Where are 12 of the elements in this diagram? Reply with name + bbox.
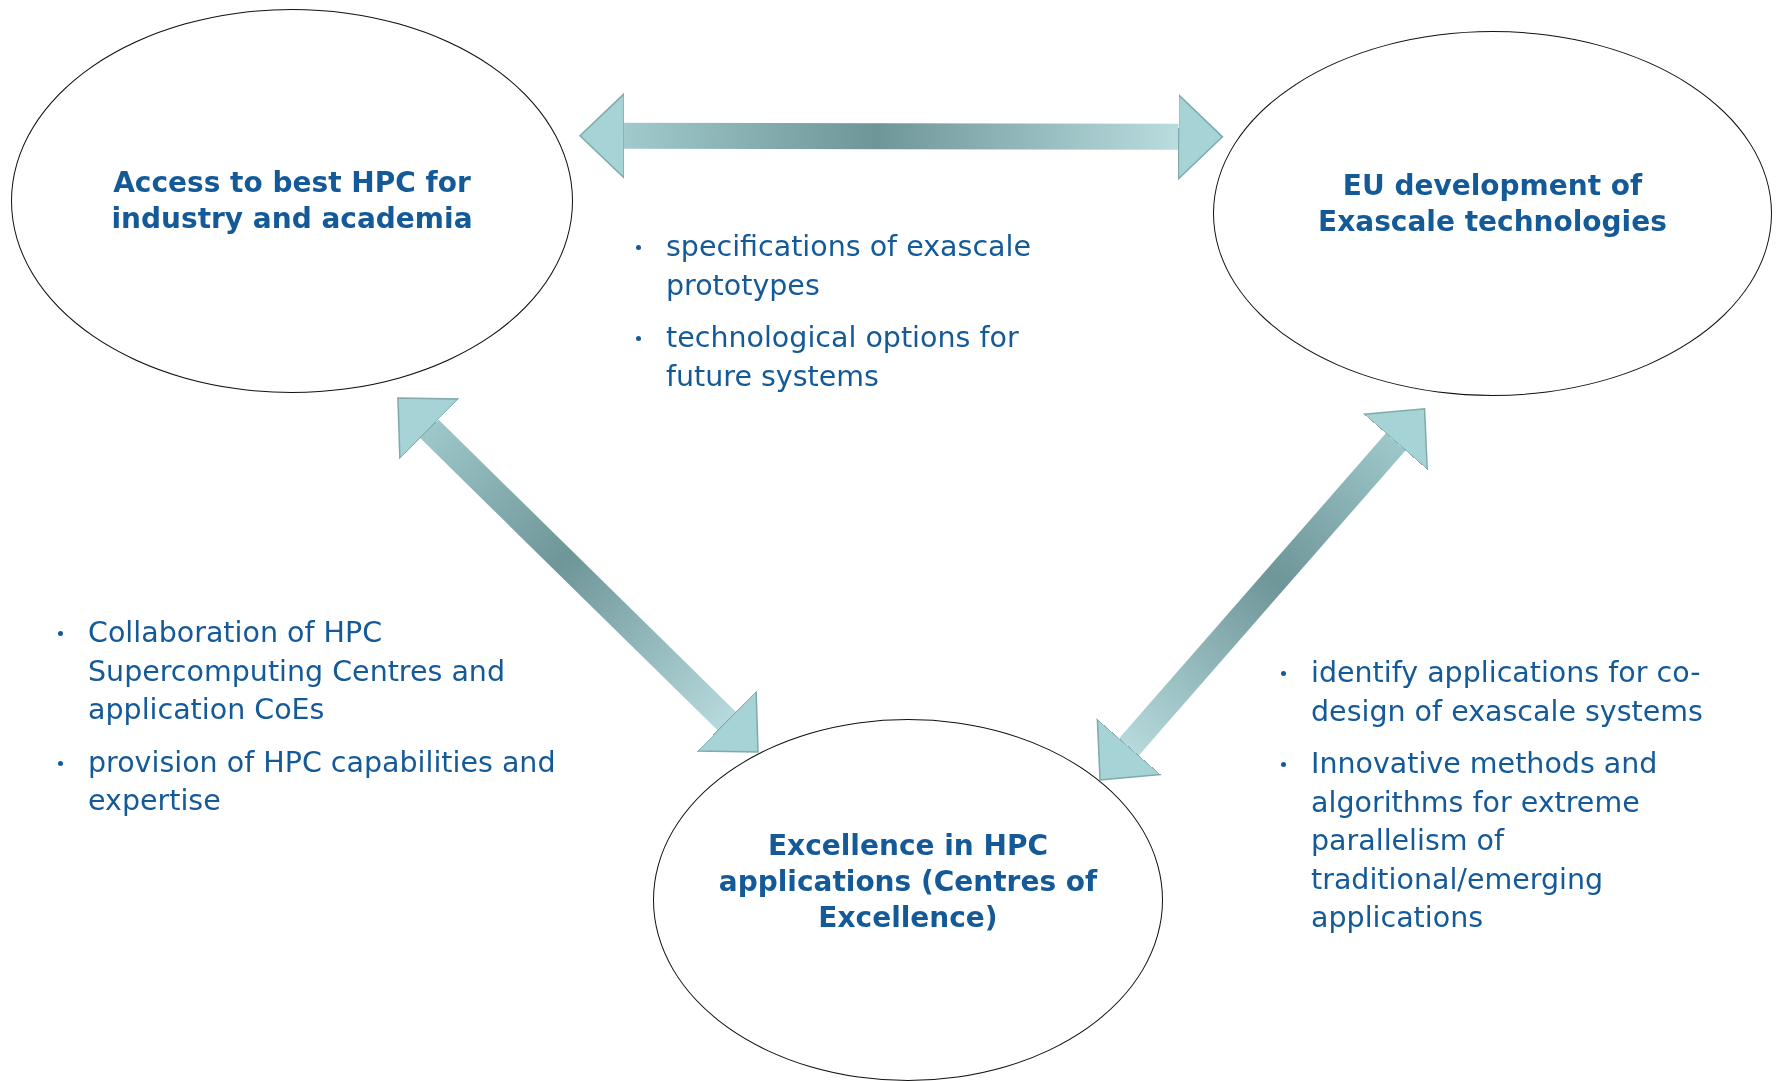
double-arrow [397,397,759,753]
bullet-item: specifications of exascale prototypes [628,228,1098,305]
node-title: Access to best HPC for industry and academia [110,165,474,237]
node-title: EU development of Exascale technologies [1317,167,1668,240]
bullet-item: technological options for future systems [628,319,1098,396]
bullet-item: identify applications for co-design of exascale systems [1273,654,1773,731]
node-title: Excellence in HPC applications (Centres of Excellence) [717,828,1099,936]
bullet-item: Collaboration of HPC Supercomputing Centres and application CoEs [50,614,570,730]
double-arrow [1096,408,1428,781]
double-arrow [579,93,1224,180]
bullet-item: provision of HPC capabilities and expertise [50,743,570,821]
bullet-item: Innovative methods and algorithms for extreme parallelism of traditional/emerging applications [1273,745,1773,938]
